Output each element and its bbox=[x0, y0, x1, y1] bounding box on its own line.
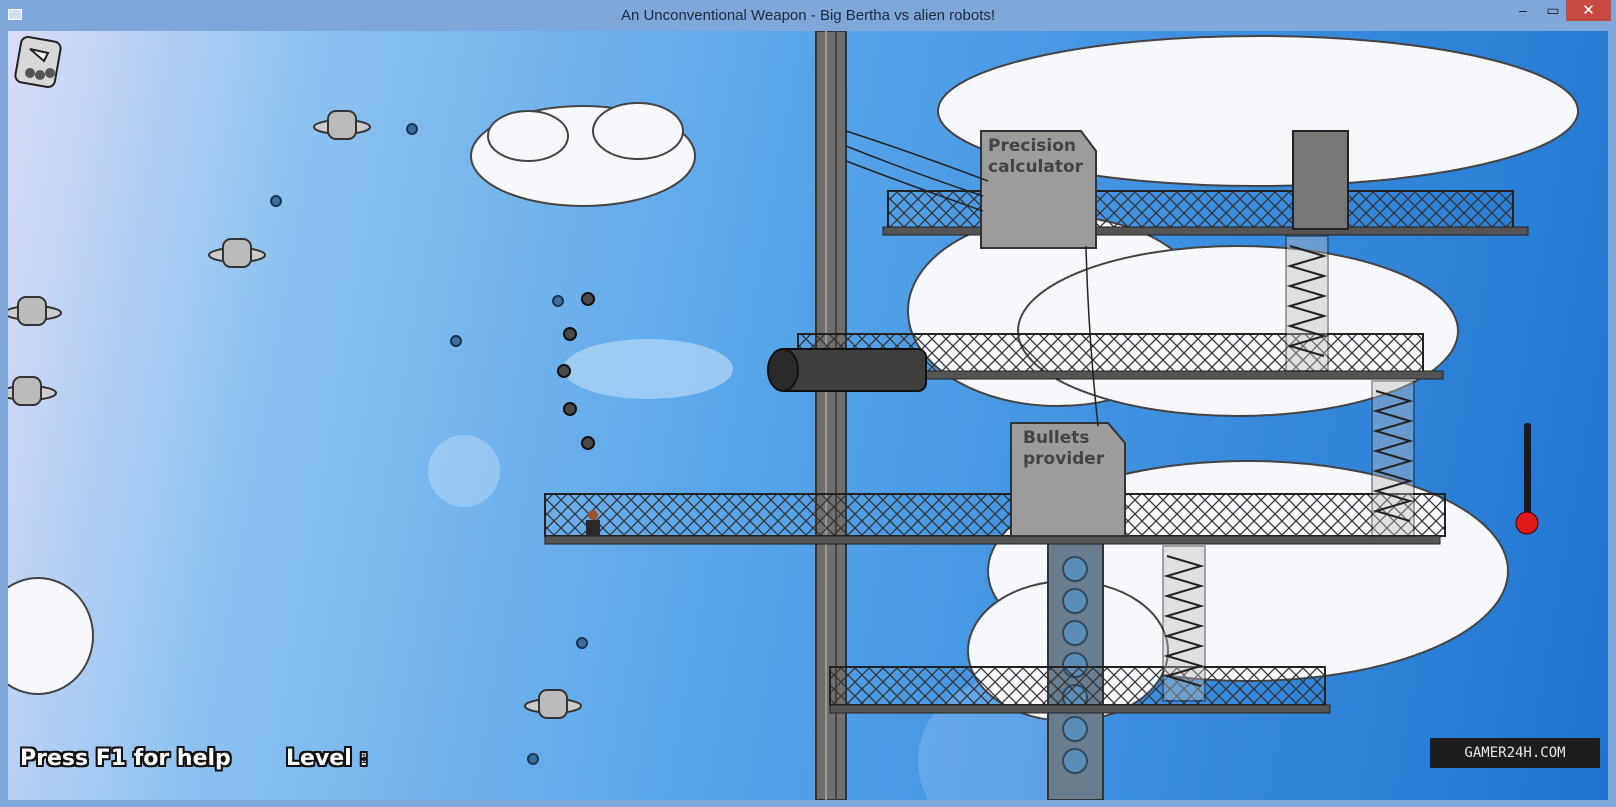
platform-top bbox=[882, 190, 1529, 236]
thermometer-icon bbox=[1515, 423, 1539, 535]
help-hint: Press F1 for help bbox=[20, 746, 231, 771]
cloud bbox=[8, 577, 94, 695]
sign-line: calculator bbox=[988, 157, 1084, 177]
game-canvas[interactable]: Precision calculator Bullets provider Pr… bbox=[8, 31, 1608, 800]
precision-calculator bbox=[980, 130, 1097, 249]
platform-main bbox=[544, 493, 1446, 545]
maximize-button[interactable]: ▭ bbox=[1546, 2, 1560, 18]
sign-line: Bullets bbox=[1023, 428, 1090, 448]
minimize-button[interactable]: – bbox=[1519, 2, 1527, 18]
spring bbox=[1285, 235, 1329, 372]
spring bbox=[1371, 380, 1415, 537]
level-label: Level : bbox=[286, 746, 369, 771]
cannon-icon[interactable] bbox=[767, 348, 927, 392]
ufo-robot-icon bbox=[8, 376, 57, 406]
spring bbox=[1162, 545, 1206, 702]
close-button[interactable]: ✕ bbox=[1566, 0, 1611, 21]
wires bbox=[845, 130, 1099, 427]
player-character bbox=[586, 510, 600, 536]
title-bar[interactable]: An Unconventional Weapon - Big Bertha vs… bbox=[0, 0, 1616, 31]
bullets-provider bbox=[1010, 422, 1126, 537]
ufo-robot-icon bbox=[208, 238, 266, 268]
smoke-cloud bbox=[563, 339, 733, 399]
platform-bottom bbox=[829, 666, 1331, 714]
level-value: 1 bbox=[360, 750, 368, 766]
machine-box bbox=[1292, 130, 1349, 230]
cannonball bbox=[557, 292, 595, 450]
ufo-robot-icon bbox=[524, 689, 582, 719]
sign-line: provider bbox=[1023, 449, 1105, 469]
enemy-bullet bbox=[270, 123, 588, 765]
app-window-icon bbox=[8, 9, 22, 20]
ufo-robot-icon bbox=[313, 110, 371, 140]
ufo-robot-icon bbox=[8, 296, 62, 326]
light-flare bbox=[428, 435, 500, 507]
sign-line: Precision bbox=[988, 136, 1077, 156]
watermark: GAMER24H.COM bbox=[1430, 738, 1600, 768]
game-scene bbox=[8, 31, 1579, 800]
dice-menu-icon[interactable] bbox=[14, 35, 62, 89]
cloud bbox=[470, 102, 696, 207]
precision-sign-text: Precision calculator bbox=[988, 136, 1083, 178]
window-title: An Unconventional Weapon - Big Bertha vs… bbox=[620, 7, 996, 24]
bullets-sign-text: Bullets provider bbox=[1023, 428, 1104, 470]
